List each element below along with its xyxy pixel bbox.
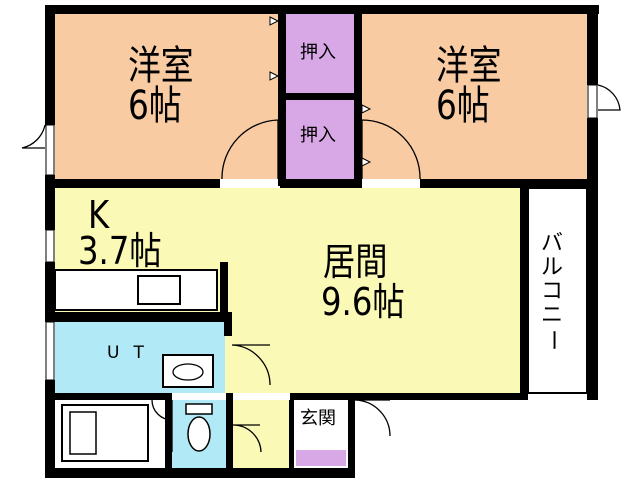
western-left-name: 洋室 <box>128 43 194 89</box>
kitchen-name: K <box>88 193 110 237</box>
door-swings <box>21 84 621 453</box>
windows <box>45 84 598 381</box>
western-right-name: 洋室 <box>436 43 502 89</box>
room-hall <box>233 400 289 468</box>
closet-upper-label: 押入 <box>300 42 336 63</box>
balcony-label-char: コ <box>540 279 563 304</box>
toilet-tank <box>185 403 213 415</box>
western-left-size: 6帖 <box>128 83 182 129</box>
western-right-size: 6帖 <box>436 83 490 129</box>
wash-basin <box>162 354 214 388</box>
living-name: 居間 <box>323 240 388 284</box>
closet-lower-label: 押入 <box>300 125 336 146</box>
balcony-label-char: ル <box>540 255 563 280</box>
balcony-label-char: ニ <box>540 303 563 328</box>
closet-markers <box>269 16 372 167</box>
balcony-label: バルコニー <box>540 231 565 352</box>
balcony <box>527 187 588 394</box>
bathtub-inner <box>69 411 97 455</box>
kitchen-counter <box>54 269 218 311</box>
kitchen-sink <box>137 275 181 305</box>
wash-basin-bowl <box>172 363 204 381</box>
closet-upper <box>286 14 354 93</box>
room-western-right <box>357 14 587 179</box>
bathtub <box>61 404 149 462</box>
living-size: 9.6帖 <box>321 280 405 324</box>
entrance-label: 玄関 <box>300 408 336 429</box>
balcony-label-char: バ <box>540 231 563 256</box>
closet-lower <box>286 100 354 179</box>
toilet-bowl <box>187 416 211 452</box>
balcony-label-char: ー <box>540 328 565 351</box>
utility-label: UT <box>107 343 158 363</box>
walls <box>45 5 599 478</box>
kitchen-size: 3.7帖 <box>78 229 162 273</box>
entrance-step <box>296 450 346 466</box>
room-western-left <box>55 14 280 179</box>
